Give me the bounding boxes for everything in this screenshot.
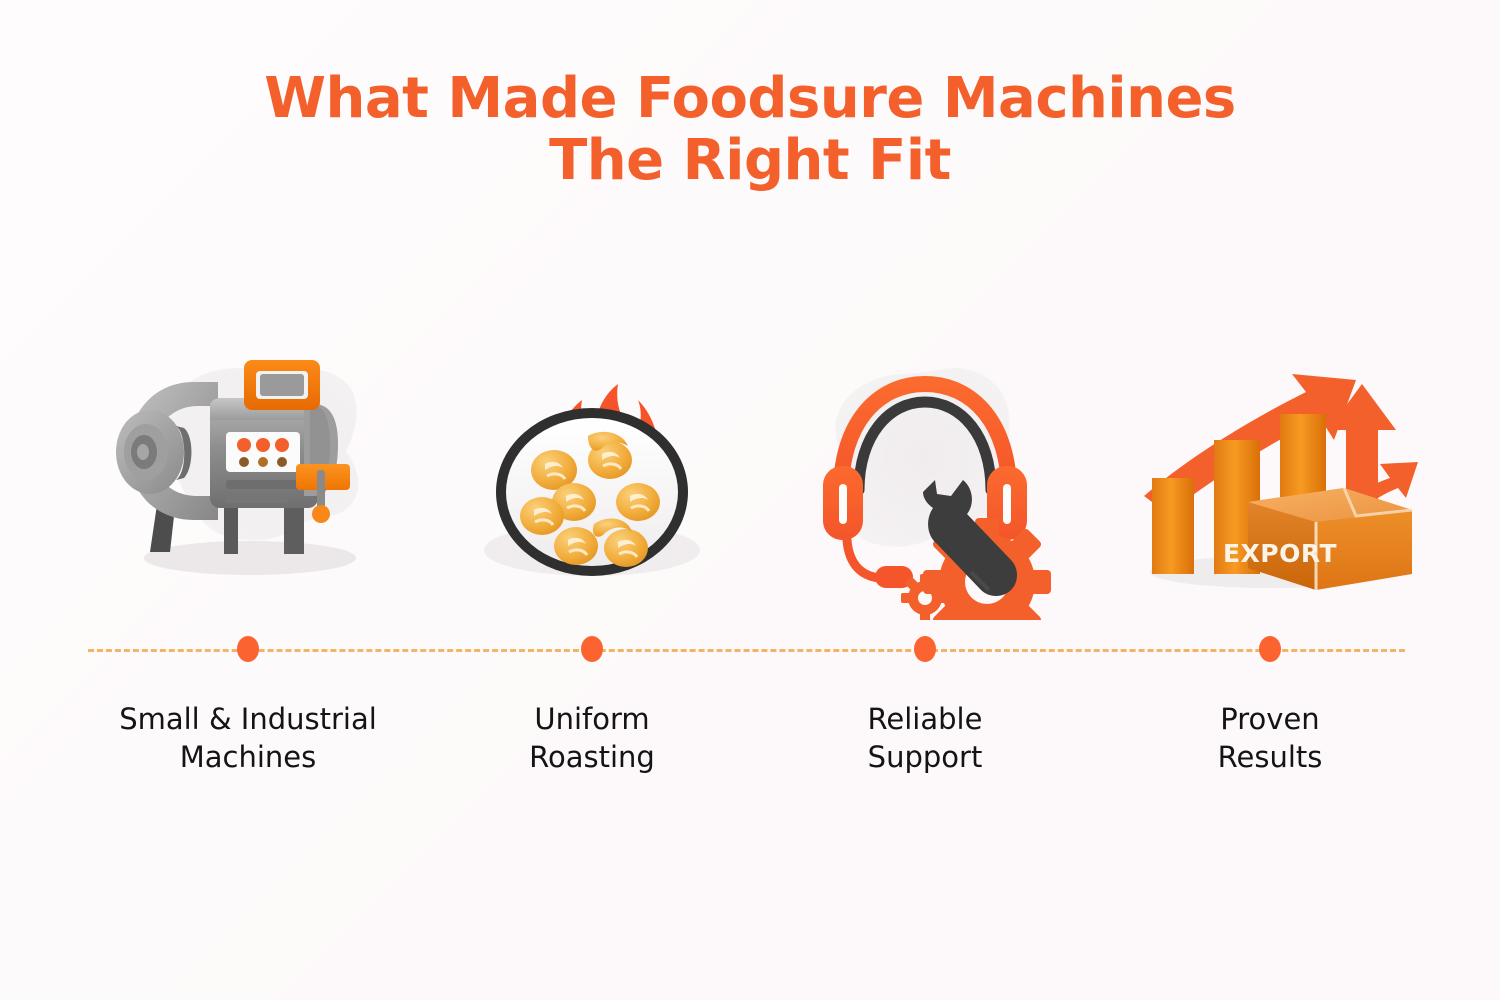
feature-label-4-line-2: Results bbox=[1217, 740, 1323, 774]
timeline-dot-2 bbox=[581, 636, 603, 662]
timeline-dot-1 bbox=[237, 636, 259, 662]
feature-icon-row: EXPORT bbox=[0, 340, 1500, 640]
feature-label-1-line-1: Small & Industrial bbox=[119, 702, 377, 736]
feature-label-3: Reliable Support bbox=[760, 700, 1090, 776]
timeline-dashed-line bbox=[88, 649, 1405, 652]
roasting-machine-icon bbox=[98, 340, 398, 620]
feature-label-1-line-2: Machines bbox=[179, 740, 317, 774]
feature-label-2: Uniform Roasting bbox=[427, 700, 757, 776]
growth-chart-export-box-icon: EXPORT bbox=[1120, 340, 1420, 620]
feature-item-2 bbox=[442, 340, 742, 620]
feature-label-4: Proven Results bbox=[1105, 700, 1435, 776]
feature-label-2-line-2: Roasting bbox=[529, 740, 655, 774]
feature-label-4-line-1: Proven bbox=[1220, 702, 1320, 736]
feature-label-2-line-1: Uniform bbox=[534, 702, 650, 736]
title-line-2: The Right Fit bbox=[549, 128, 951, 193]
headset-wrench-gear-icon bbox=[775, 340, 1075, 620]
feature-label-3-line-1: Reliable bbox=[867, 702, 983, 736]
feature-item-1 bbox=[98, 340, 398, 620]
title-line-1: What Made Foodsure Machines bbox=[264, 66, 1236, 131]
timeline-dot-3 bbox=[914, 636, 936, 662]
feature-item-3 bbox=[775, 340, 1075, 620]
feature-label-row: Small & Industrial Machines Uniform Roas… bbox=[0, 700, 1500, 810]
feature-label-1: Small & Industrial Machines bbox=[83, 700, 413, 776]
timeline-dot-4 bbox=[1259, 636, 1281, 662]
export-box-label: EXPORT bbox=[1223, 539, 1337, 568]
flaming-roasting-pan-icon bbox=[442, 340, 742, 620]
page-title: What Made Foodsure Machines The Right Fi… bbox=[0, 68, 1500, 192]
feature-item-4: EXPORT bbox=[1120, 340, 1420, 620]
feature-label-3-line-2: Support bbox=[867, 740, 983, 774]
